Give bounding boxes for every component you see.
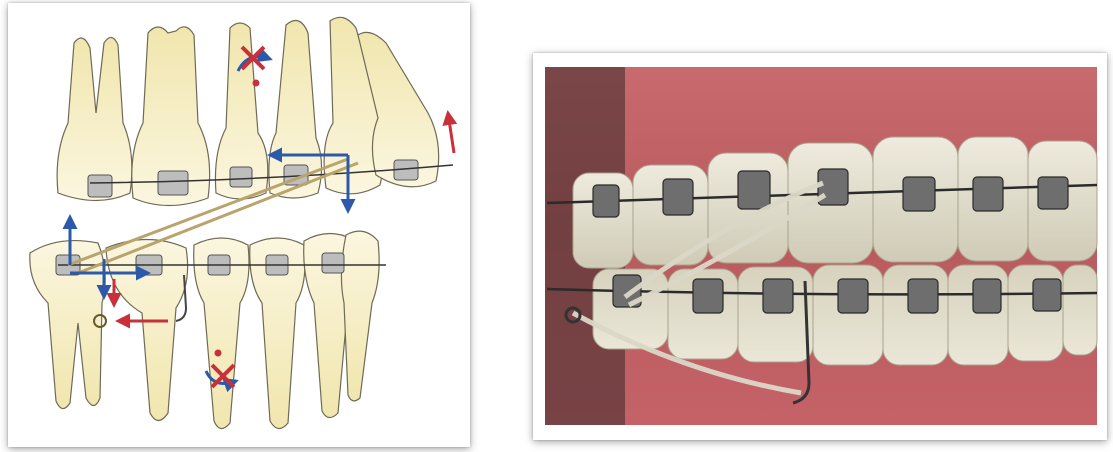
intraoral-photo-panel <box>533 53 1107 440</box>
bracket <box>763 279 793 313</box>
tooth <box>1063 265 1097 355</box>
bracket <box>1033 279 1061 311</box>
schematic-diagram <box>8 3 470 447</box>
schematic-diagram-panel <box>8 3 470 447</box>
bracket <box>663 179 693 215</box>
bracket <box>908 279 938 313</box>
bracket <box>838 279 868 313</box>
intraoral-photograph <box>533 53 1107 440</box>
bracket <box>1038 177 1068 209</box>
bracket <box>230 167 252 187</box>
force-arrow <box>448 113 454 153</box>
lower-incisor-tooth-2 <box>341 231 379 401</box>
center-dot <box>215 350 222 357</box>
center-dot <box>253 80 260 87</box>
bracket <box>973 177 1003 211</box>
bracket <box>693 279 723 313</box>
bracket <box>973 279 1001 313</box>
bracket <box>322 253 344 273</box>
bracket <box>593 185 619 217</box>
bracket <box>903 177 935 211</box>
bracket <box>158 171 188 195</box>
bracket <box>88 175 112 197</box>
bracket <box>818 169 848 205</box>
bracket <box>738 171 770 209</box>
